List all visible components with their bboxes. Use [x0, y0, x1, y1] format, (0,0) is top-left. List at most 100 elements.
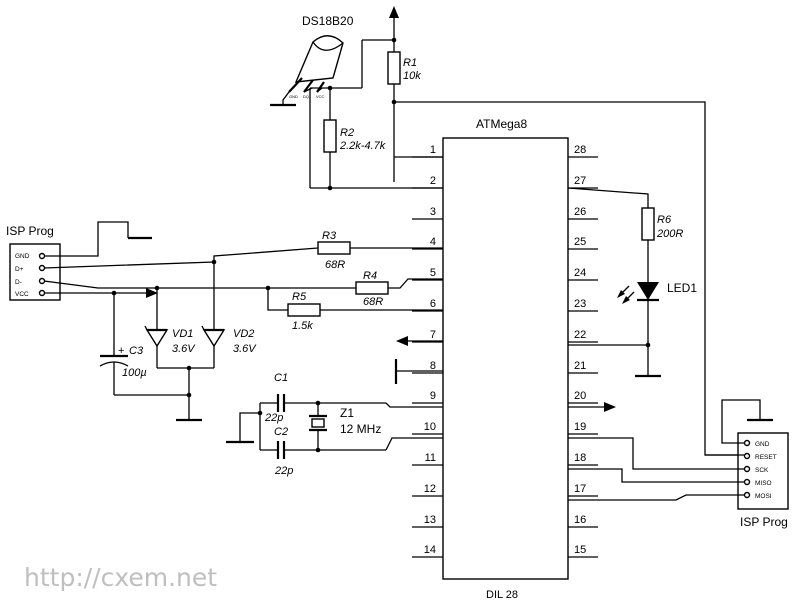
c1-ref: C1: [274, 372, 288, 384]
r2-value: 2.2k-4.7k: [339, 140, 386, 152]
r6-led1: R6 200R LED1: [567, 187, 697, 378]
mcu-name: ATMega8: [476, 117, 527, 131]
r3-body: [317, 241, 351, 255]
mcu-pin-left-number: 12: [424, 483, 436, 495]
vcc-arrow: [146, 288, 158, 298]
mcu-pin-left-number: 3: [430, 206, 436, 218]
r6-ref: R6: [657, 214, 672, 226]
isp-left-title: ISP Prog: [6, 224, 54, 238]
sensor-pin-dq: DQ: [303, 94, 309, 99]
r2-resistor: R2 2.2k-4.7k: [309, 88, 443, 191]
mcu-pin-right-number: 15: [574, 544, 586, 556]
r4-body: [355, 281, 389, 295]
mcu-pin-right-number: 21: [574, 360, 586, 372]
sensor-pin-vcc: VCC: [316, 94, 325, 99]
mcu-pin-right-number: 23: [574, 298, 586, 310]
vd2-ref: VD2: [233, 328, 254, 340]
c3-polarity: +: [118, 345, 124, 357]
r6-value: 200R: [656, 228, 683, 240]
mcu-pin-left-number: 1: [430, 144, 436, 156]
mcu-pin-left-number: 6: [430, 298, 436, 310]
vd2-value: 3.6V: [233, 343, 257, 355]
vcc-arrow: [389, 6, 399, 18]
isp-left-pin-dplus: D+: [15, 266, 24, 273]
r5-value: 1.5k: [292, 320, 313, 332]
mcu-pin-left-number: 9: [430, 390, 436, 402]
isp-connector-right: GND RESET SCK MISO MOSI ISP Prog: [737, 432, 789, 529]
output-arrow: [604, 402, 616, 412]
r1-body: [387, 51, 401, 85]
mcu-pin-right-number: 16: [574, 514, 586, 526]
vd1-zener: VD1 3.6V: [144, 288, 196, 368]
mcu-pin-left-number: 7: [430, 329, 436, 341]
isp-right-pin-mosi: MOSI: [755, 493, 772, 500]
c3-capacitor: + C3 100µ: [99, 293, 147, 395]
ds18b20-sensor: DS18B20 GND DQ VCC: [270, 14, 362, 107]
led1-ref: LED1: [667, 281, 697, 295]
isp-right-pin-gnd: GND: [755, 441, 770, 448]
mcu-pin-left-number: 13: [424, 514, 436, 526]
r2-ref: R2: [340, 127, 354, 139]
mcu-pins-right: 28 27 26 25 24 23 22 21 20 19 18 17 16 15: [568, 144, 598, 558]
mcu-pin-left-number: 8: [430, 360, 436, 372]
isp-left-pin-dminus: D-: [15, 279, 22, 286]
r5-ref: R5: [292, 291, 307, 303]
mcu-pin-right-number: 28: [574, 144, 586, 156]
z1-value: 12 MHz: [340, 422, 381, 436]
r1-ref: R1: [403, 57, 417, 69]
isp-right-pin-sck: SCK: [755, 467, 769, 474]
mcu-pin-left-number: 14: [424, 544, 436, 556]
mcu-package: DIL 28: [486, 589, 518, 601]
r4-value: 68R: [363, 296, 383, 308]
mcu-pin-right-number: 24: [574, 267, 586, 279]
mcu-pin-left-number: 2: [430, 175, 436, 187]
mcu-pin-right-number: 19: [574, 421, 586, 433]
vd1-ref: VD1: [172, 328, 193, 340]
mcu-pin-left-number: 10: [424, 421, 436, 433]
vd2-zener: VD2 3.6V: [201, 262, 257, 368]
mcu-pin-right-number: 22: [574, 329, 586, 341]
r1-resistor: R1 10k: [361, 6, 421, 182]
mcu-pin-left-number: 4: [430, 236, 436, 248]
sensor-name: DS18B20: [302, 14, 354, 28]
isp-left-pin-vcc: VCC: [15, 291, 29, 298]
isp-connector-left: ISP Prog GND D+ D- VCC: [6, 224, 61, 301]
led-symbol: [637, 282, 659, 300]
c3-ref: C3: [129, 345, 144, 357]
mcu-pin-right-number: 26: [574, 206, 586, 218]
mcu-pin-left-number: 5: [430, 267, 436, 279]
r1-value: 10k: [403, 70, 421, 82]
mcu-pin-right-number: 27: [574, 175, 586, 187]
mcu-pin-right-number: 18: [574, 452, 586, 464]
isp-left-pin-gnd: GND: [15, 253, 30, 260]
mcu-pin-right-number: 17: [574, 483, 586, 495]
r4-ref: R4: [363, 270, 377, 282]
isp-right-pin-reset: RESET: [755, 454, 777, 461]
r3-value: 68R: [325, 259, 345, 271]
sensor-package: [294, 35, 344, 83]
c2-value: 22p: [274, 465, 293, 477]
vd1-value: 3.6V: [172, 343, 196, 355]
mcu-body: [442, 137, 569, 580]
c3-value: 100µ: [122, 367, 147, 379]
r6-body: [641, 207, 655, 241]
z1-ref: Z1: [340, 406, 354, 420]
r3-ref: R3: [322, 230, 337, 242]
isp-right-pin-miso: MISO: [755, 480, 772, 487]
c1-value: 22p: [264, 412, 283, 424]
crystal-z1: C1 22p C2 22p Z1 12 MHz: [226, 372, 443, 477]
mcu-pin-left-number: 11: [425, 452, 436, 464]
c2-ref: C2: [274, 426, 288, 438]
output-arrow: [396, 336, 408, 346]
isp-left-body: [9, 243, 61, 301]
watermark: http://cxem.net: [24, 563, 217, 592]
mcu-pin-right-number: 20: [574, 390, 586, 402]
sensor-pin-gnd: GND: [289, 94, 298, 99]
mcu-pin-right-number: 25: [574, 236, 586, 248]
r2-body: [323, 119, 337, 153]
r5-body: [287, 303, 321, 317]
isp-right-title: ISP Prog: [740, 515, 788, 529]
